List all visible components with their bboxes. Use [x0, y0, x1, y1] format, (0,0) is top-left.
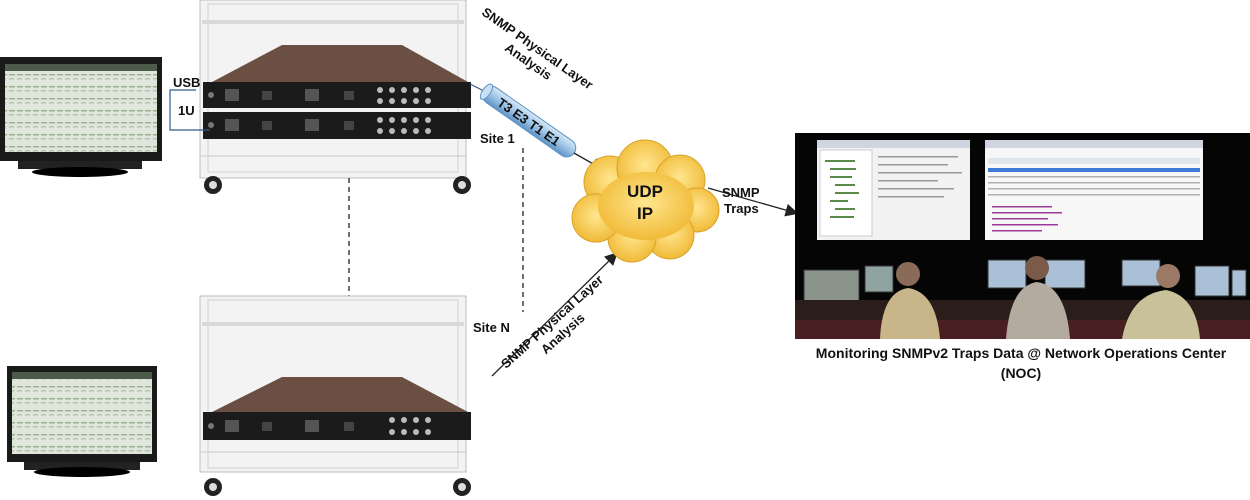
device-icon [203, 412, 471, 440]
monitor-icon [7, 366, 157, 477]
operator-icon [880, 262, 940, 339]
noc-caption-line1: Monitoring SNMPv2 Traps Data @ Network O… [815, 345, 1227, 361]
cloud-line1: UDP [627, 182, 663, 201]
link-arrow-bottom [491, 252, 618, 377]
usb-label: USB [173, 75, 200, 90]
noc-caption: Monitoring SNMPv2 Traps Data @ Network O… [795, 343, 1247, 383]
noc-screen-right [985, 140, 1203, 240]
site-1-label: Site 1 [480, 131, 515, 146]
noc-photo [795, 133, 1250, 339]
link-top-line1: SNMP Physical Layer [479, 4, 596, 92]
cloud-icon: UDP IP [571, 139, 720, 263]
traps-line2: Traps [724, 201, 759, 216]
operator-icon [1122, 264, 1200, 339]
monitor-icon [0, 57, 162, 177]
link-label-bottom: SNMP Physical Layer Analysis [498, 272, 606, 371]
cloud-line2: IP [637, 204, 653, 223]
operator-icon [1006, 256, 1070, 339]
pipe-icon: T3 E3 T1 E1 [469, 83, 605, 171]
traps-arrow [707, 187, 799, 217]
site-n-label: Site N [473, 320, 510, 335]
rack-icon [199, 295, 471, 496]
traps-line1: SNMP [722, 185, 760, 200]
rack-unit-label: 1U [178, 103, 195, 118]
link-bottom-line1: SNMP Physical Layer [498, 272, 606, 371]
device-icon [203, 82, 471, 139]
usb-connector [169, 89, 210, 131]
noc-caption-line2: (NOC) [1000, 365, 1042, 381]
